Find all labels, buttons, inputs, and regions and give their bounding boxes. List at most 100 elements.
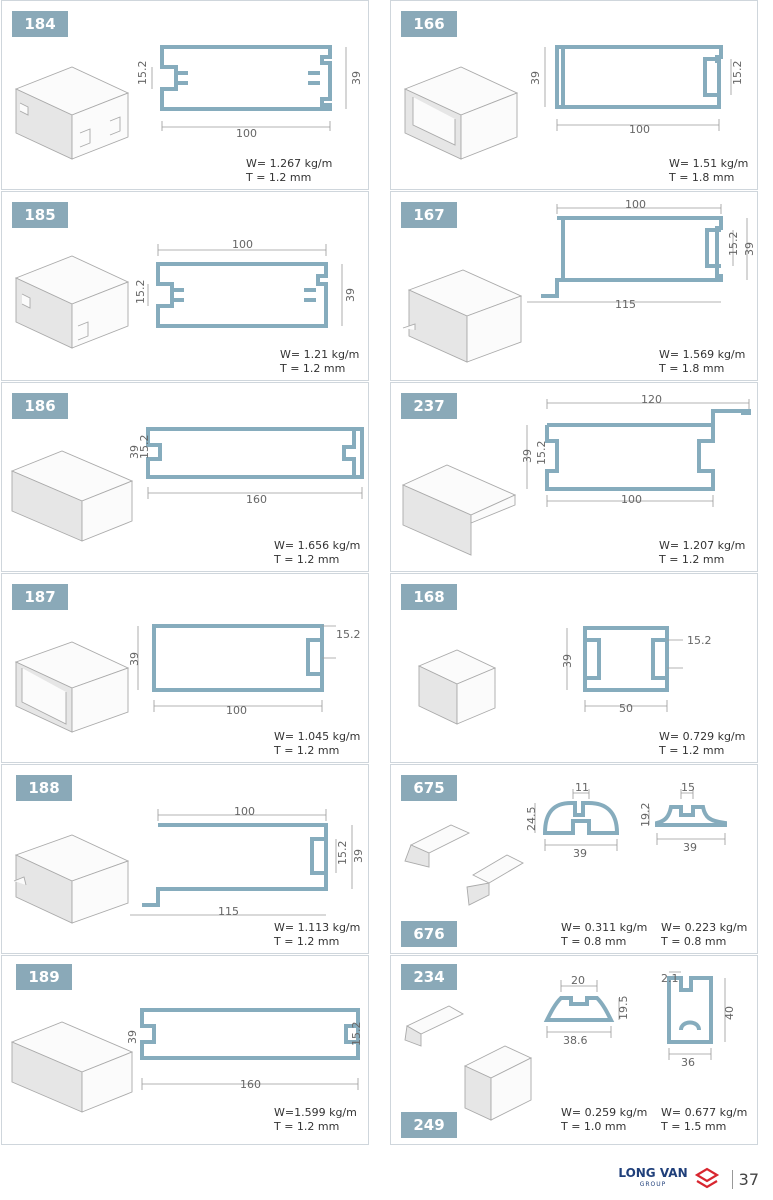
- dim-height: 39: [352, 849, 365, 863]
- dim-height: 15.2: [687, 634, 712, 647]
- product-code: 676: [401, 921, 457, 947]
- product-code: 185: [12, 202, 68, 228]
- isometric-view: [404, 824, 524, 906]
- isometric-view: [403, 66, 519, 160]
- isometric-view: [14, 66, 130, 160]
- spec-text: W= 1.656 kg/m T = 1.2 mm: [274, 539, 361, 566]
- dim-width: 160: [240, 1078, 261, 1091]
- dim-width: 50: [619, 702, 633, 715]
- dim-height: 15.2: [731, 61, 744, 86]
- cell-168: 168 39 15.2 50 W= 0.729 kg/m T = 1.2 mm: [390, 573, 758, 763]
- isometric-view: [13, 834, 130, 924]
- product-code: 189: [16, 964, 72, 990]
- dim-height: 39: [126, 1030, 139, 1044]
- product-code: 675: [401, 775, 457, 801]
- dim-width: 115: [218, 905, 239, 918]
- dim-height: 39: [128, 652, 141, 666]
- spec-text: W= 1.207 kg/m T = 1.2 mm: [659, 539, 746, 566]
- dim-width: 100: [226, 704, 247, 717]
- dim-width: 160: [246, 493, 267, 506]
- dim-height: 15.2: [336, 628, 361, 641]
- dim-width: 39: [683, 841, 697, 854]
- cell-189: 189 39 15.2 160 W=1.599 kg/m T = 1.2 mm: [1, 955, 369, 1145]
- isometric-view: [401, 464, 517, 556]
- dim-height: 15.2: [136, 61, 149, 86]
- isometric-view: [417, 649, 497, 725]
- dim-width: 15: [681, 781, 695, 794]
- dim-width: 2.1: [661, 972, 679, 985]
- product-code: 168: [401, 584, 457, 610]
- profile-drawing: 39 15.2 50: [561, 626, 712, 715]
- profile-drawing: 11 24.5 39 15 19.2 39: [525, 781, 727, 860]
- dim-width: 120: [641, 393, 662, 406]
- dim-width: 20: [571, 974, 585, 987]
- cell-187: 187 39 15.2 100 W= 1.045 kg/m T = 1.2 mm: [1, 573, 369, 763]
- dim-width: 100: [236, 127, 257, 140]
- dim-width: 11: [575, 781, 589, 794]
- cell-185: 185 100 15.2 39 W= 1.21 kg/m T = 1.2 mm: [1, 191, 369, 381]
- dim-height: 15.2: [138, 435, 151, 460]
- brand-mark-icon: [694, 1167, 719, 1189]
- cell-167: 167 100 15.2 39 115 W= 1.569 kg/m T = 1.…: [390, 191, 758, 381]
- spec-text: W= 0.729 kg/m T = 1.2 mm: [659, 730, 746, 757]
- isometric-view: [10, 450, 134, 542]
- dim-width: 39: [573, 847, 587, 860]
- dim-width: 115: [615, 298, 636, 311]
- profile-drawing: 100 15.2 39: [134, 238, 357, 328]
- dim-height: 15.2: [336, 841, 349, 866]
- dim-width: 100: [629, 123, 650, 136]
- product-code: 188: [16, 775, 72, 801]
- profile-drawing: 100 15.2 39 115: [130, 805, 365, 918]
- dim-height: 24.5: [525, 807, 538, 832]
- product-code: 249: [401, 1112, 457, 1138]
- spec-text: W= 0.259 kg/m T = 1.0 mm: [561, 1106, 648, 1133]
- profile-drawing: 39 15.2 160: [126, 1008, 363, 1091]
- product-code: 237: [401, 393, 457, 419]
- page-footer: LONG VAN GROUP 37: [618, 1166, 759, 1192]
- product-code: 234: [401, 964, 457, 990]
- dim-height: 39: [529, 71, 542, 85]
- dim-height: 15.2: [535, 441, 548, 466]
- spec-text: W= 1.267 kg/m T = 1.2 mm: [246, 157, 333, 184]
- dim-height: 39: [743, 242, 756, 256]
- profile-drawing: 39 15.2 100: [529, 45, 744, 136]
- isometric-view: [10, 1021, 134, 1113]
- product-code: 186: [12, 393, 68, 419]
- dim-width: 100: [232, 238, 253, 251]
- spec-text: W= 1.045 kg/m T = 1.2 mm: [274, 730, 361, 757]
- cell-234: 234 249 20 19.5 38.6 2.1 40 36 W= 0.259 …: [390, 955, 758, 1145]
- product-code: 166: [401, 11, 457, 37]
- dim-height: 39: [350, 71, 363, 85]
- dim-height: 39: [344, 288, 357, 302]
- spec-text: W= 1.51 kg/m T = 1.8 mm: [669, 157, 749, 184]
- dim-width: 38.6: [563, 1034, 588, 1047]
- profile-drawing: 39 15.2 160: [128, 427, 364, 506]
- dim-height: 39: [128, 445, 141, 459]
- dim-height: 15.2: [134, 280, 147, 305]
- dim-height: 19.2: [639, 803, 652, 828]
- dim-height: 19.5: [617, 996, 630, 1021]
- spec-text: W= 1.113 kg/m T = 1.2 mm: [274, 921, 361, 948]
- dim-width: 100: [621, 493, 642, 506]
- cell-675: 675 676 11 24.5 39 15 19.2 39 W= 0.311 k…: [390, 764, 758, 954]
- dim-height: 39: [561, 654, 574, 668]
- spec-text: W= 1.21 kg/m T = 1.2 mm: [280, 348, 360, 375]
- profile-drawing: 39 15.2 100: [128, 624, 361, 717]
- profile-drawing: 20 19.5 38.6 2.1 40 36: [543, 971, 736, 1069]
- isometric-view: [404, 1005, 533, 1121]
- page-number: 37: [731, 1169, 759, 1189]
- profile-drawing: 15.2 39 100: [136, 45, 363, 140]
- cell-166: 166 39 15.2 100 W= 1.51 kg/m T = 1.8 mm: [390, 0, 758, 190]
- dim-height: 15.2: [727, 232, 740, 257]
- spec-text: W= 1.569 kg/m T = 1.8 mm: [659, 348, 746, 375]
- spec-text: W=1.599 kg/m T = 1.2 mm: [274, 1106, 357, 1133]
- dim-height: 40: [723, 1006, 736, 1020]
- brand-logo: LONG VAN GROUP: [618, 1167, 687, 1190]
- cell-184: 184 15.2 39 100 W= 1.267 kg/m T = 1.2 mm: [1, 0, 369, 190]
- dim-height: 39: [521, 449, 534, 463]
- dim-width: 100: [234, 805, 255, 818]
- dim-width: 100: [625, 198, 646, 211]
- profile-drawing: 120 39 15.2 100: [521, 393, 751, 507]
- cell-186: 186 39 15.2 160 W= 1.656 kg/m T = 1.2 mm: [1, 382, 369, 572]
- isometric-view: [14, 641, 130, 733]
